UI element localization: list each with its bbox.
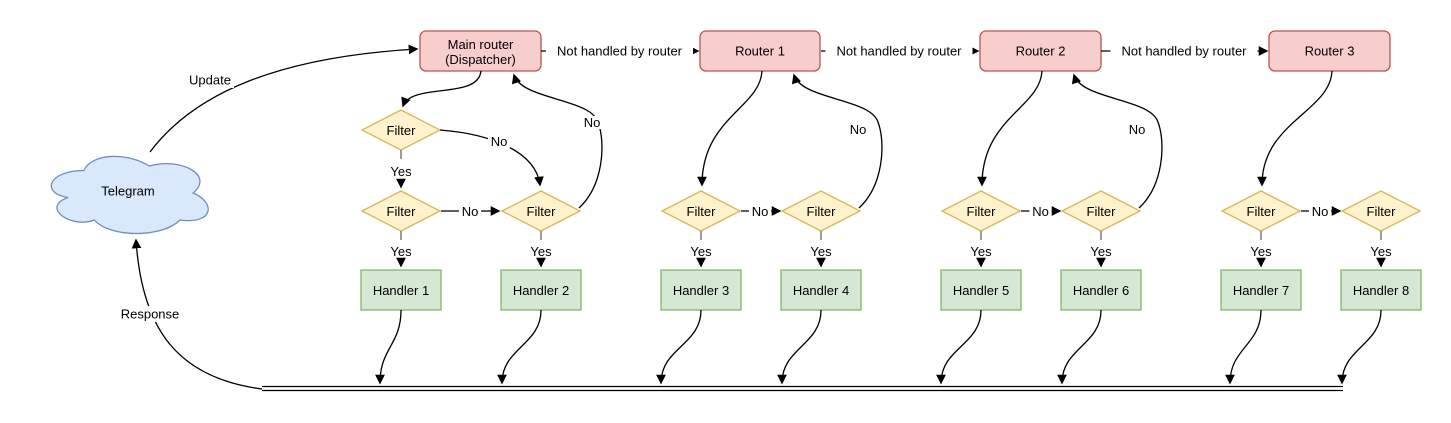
handler8-node — [1340, 269, 1422, 311]
handler4-out-edge — [777, 309, 822, 385]
handler6-label: Handler 6 — [1073, 283, 1129, 298]
filter-label: Filter — [687, 204, 717, 219]
router1-return-no-label-bg — [847, 123, 869, 136]
topfilter-yes-label: Yes — [390, 164, 412, 179]
handler7-out-edge — [1225, 309, 1262, 385]
response-bus-group — [262, 385, 1343, 392]
router3-between-no-label: No — [1312, 204, 1329, 219]
filter-label: Filter — [387, 123, 417, 138]
not-handled-label-1: Not handled by router — [557, 44, 683, 59]
handler5-node — [940, 269, 1022, 311]
not-handled-label-bg-3 — [1110, 43, 1258, 59]
filter-label: Filter — [1367, 204, 1397, 219]
update-edge — [149, 44, 419, 153]
router1-to-filter-edge — [697, 70, 763, 187]
update-label: Update — [189, 73, 231, 88]
not-handled-label-bg-2 — [825, 43, 973, 59]
router1-subtree: Filter No Filter No Yes Yes Handler 3 Ha… — [656, 70, 883, 385]
router2-between-no-label-bg — [1029, 204, 1052, 218]
router2-return-no-label: No — [1129, 122, 1146, 137]
handler1-label: Handler 1 — [373, 283, 429, 298]
router1-return-no-edge — [791, 73, 883, 209]
update-label-bg — [186, 72, 234, 88]
handler4-label: Handler 4 — [793, 283, 849, 298]
router3-between-no-label-bg — [1309, 204, 1331, 218]
handler3-out-edge — [656, 309, 702, 385]
yes-label-2: Yes — [530, 244, 552, 259]
yes-label-6: Yes — [1090, 244, 1112, 259]
router2-return-no-label-bg — [1126, 123, 1148, 136]
router3-node — [1268, 30, 1391, 72]
main-to-filter-edge — [401, 70, 482, 108]
handler8-label: Handler 8 — [1353, 283, 1409, 298]
router1-node — [699, 30, 821, 72]
router1-between-no-label: No — [752, 204, 769, 219]
router2-to-filter-edge — [977, 70, 1043, 187]
main-router-label-line2: (Dispatcher) — [445, 52, 516, 67]
handler6-node — [1060, 269, 1142, 311]
not-handled-label-bg-1 — [546, 43, 693, 59]
router3-to-filter-edge — [1257, 70, 1333, 187]
router2-subtree: Filter No Filter No Yes Yes Handler 5 Ha… — [936, 70, 1163, 385]
router3-subtree: Filter No Filter Yes Yes Handler 7 Handl… — [1220, 70, 1422, 385]
handler4-node — [780, 269, 862, 311]
main-return-no-edge — [511, 73, 603, 209]
main-return-no-label: No — [584, 115, 601, 130]
not-handled-label-3: Not handled by router — [1121, 44, 1247, 59]
handler8-out-edge — [1337, 309, 1382, 385]
handler2-out-edge — [497, 309, 542, 385]
telegram-group: Telegram — [50, 155, 209, 235]
yes-label-8: Yes — [1370, 244, 1392, 259]
filter-label: Filter — [1247, 204, 1277, 219]
main-between-no-label: No — [462, 204, 479, 219]
yes-label-5: Yes — [970, 244, 992, 259]
filter-label: Filter — [967, 204, 997, 219]
main-return-no-label-bg — [581, 116, 603, 129]
yes-label-3: Yes — [690, 244, 712, 259]
handler1-out-edge — [375, 309, 402, 385]
main-between-no-label-bg — [459, 204, 481, 218]
response-label-bg — [117, 306, 183, 322]
update-edge-group: Update — [149, 44, 419, 153]
router2-return-no-edge — [1071, 73, 1163, 209]
main-router-label-line1: Main router — [448, 37, 514, 52]
topfilter-no-label: No — [491, 134, 508, 149]
response-label: Response — [121, 307, 180, 322]
router2-label: Router 2 — [1016, 44, 1066, 59]
handler6-out-edge — [1057, 309, 1102, 385]
not-handled-label-2: Not handled by router — [836, 44, 962, 59]
yes-label-7: Yes — [1250, 244, 1272, 259]
router3-label: Router 3 — [1305, 44, 1355, 59]
yes-label-1: Yes — [390, 244, 412, 259]
router2-between-no-label: No — [1032, 204, 1049, 219]
response-edge — [131, 238, 263, 390]
handler2-node — [500, 269, 582, 311]
yes-label-4: Yes — [810, 244, 832, 259]
handler7-label: Handler 7 — [1233, 283, 1289, 298]
router-row-group: Main router (Dispatcher) Not handled by … — [419, 30, 1391, 72]
telegram-cloud — [50, 155, 209, 235]
handler7-node — [1220, 269, 1302, 311]
topfilter-no-label-bg — [488, 135, 510, 148]
handler3-label: Handler 3 — [673, 283, 729, 298]
filter-label: Filter — [527, 204, 557, 219]
router1-between-no-label-bg — [749, 204, 771, 218]
handler5-out-edge — [936, 309, 982, 385]
router1-return-no-label: No — [850, 122, 867, 137]
filter-label: Filter — [387, 204, 417, 219]
filter-label: Filter — [1087, 204, 1117, 219]
filter-label: Filter — [807, 204, 837, 219]
router1-label: Router 1 — [735, 44, 785, 59]
response-edge-group: Response — [117, 238, 263, 390]
handler5-label: Handler 5 — [953, 283, 1009, 298]
telegram-label: Telegram — [101, 184, 154, 199]
main-router-subtree: Filter No Yes Filter No Filter No Yes Ye… — [360, 70, 603, 385]
handler2-label: Handler 2 — [513, 283, 569, 298]
